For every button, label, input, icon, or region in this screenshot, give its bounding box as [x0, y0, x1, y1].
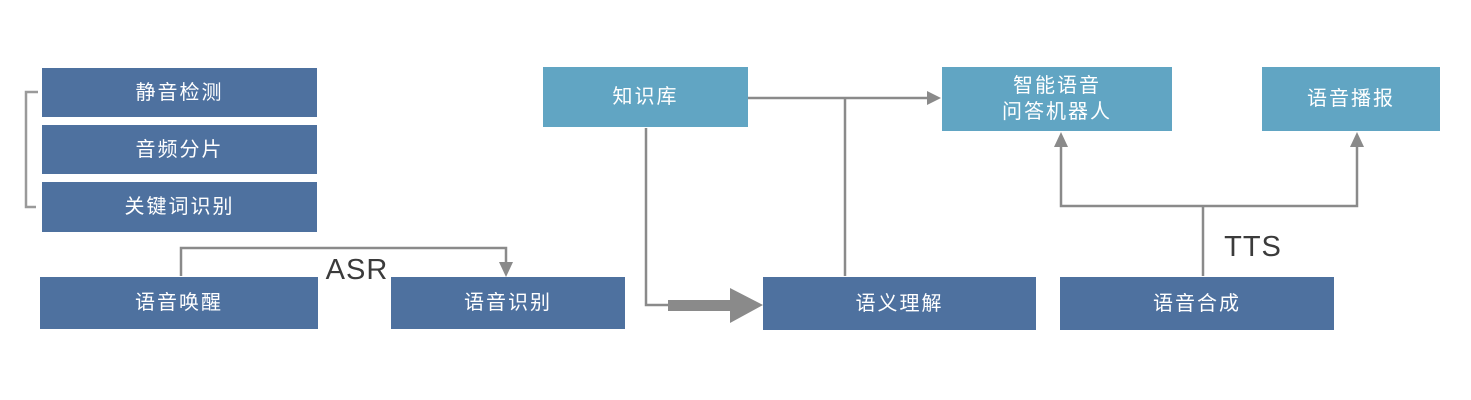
node-voice-wakeup: 语音唤醒	[40, 277, 318, 329]
node-semantic-understanding: 语义理解	[763, 277, 1036, 330]
arrowhead-into-recognition	[499, 262, 513, 277]
connector-tts-branches	[1059, 144, 1359, 208]
node-speech-synthesis: 语音合成	[1060, 277, 1334, 330]
thick-arrow-body	[668, 300, 730, 311]
arrowhead-into-robot-bottom	[1054, 132, 1068, 147]
node-audio-slicing: 音频分片	[42, 125, 317, 174]
edge-label-tts: TTS	[1224, 231, 1282, 263]
arrowhead-into-broadcast-bottom	[1350, 132, 1364, 147]
connector-wakeup-to-recognition	[179, 246, 508, 276]
group-bracket	[24, 90, 38, 209]
node-qa-robot: 智能语音 问答机器人	[942, 67, 1172, 131]
thick-arrow-head	[730, 288, 763, 323]
node-keyword-spotting: 关键词识别	[42, 182, 317, 232]
edge-label-asr: ASR	[325, 254, 389, 286]
node-knowledge-base: 知识库	[543, 67, 748, 127]
node-speech-recognition: 语音识别	[391, 277, 625, 329]
connector-kb-down-elbow	[644, 128, 668, 307]
node-silence-detection: 静音检测	[42, 68, 317, 117]
node-voice-broadcast: 语音播报	[1262, 67, 1440, 131]
arrowhead-into-robot-left	[927, 91, 941, 105]
